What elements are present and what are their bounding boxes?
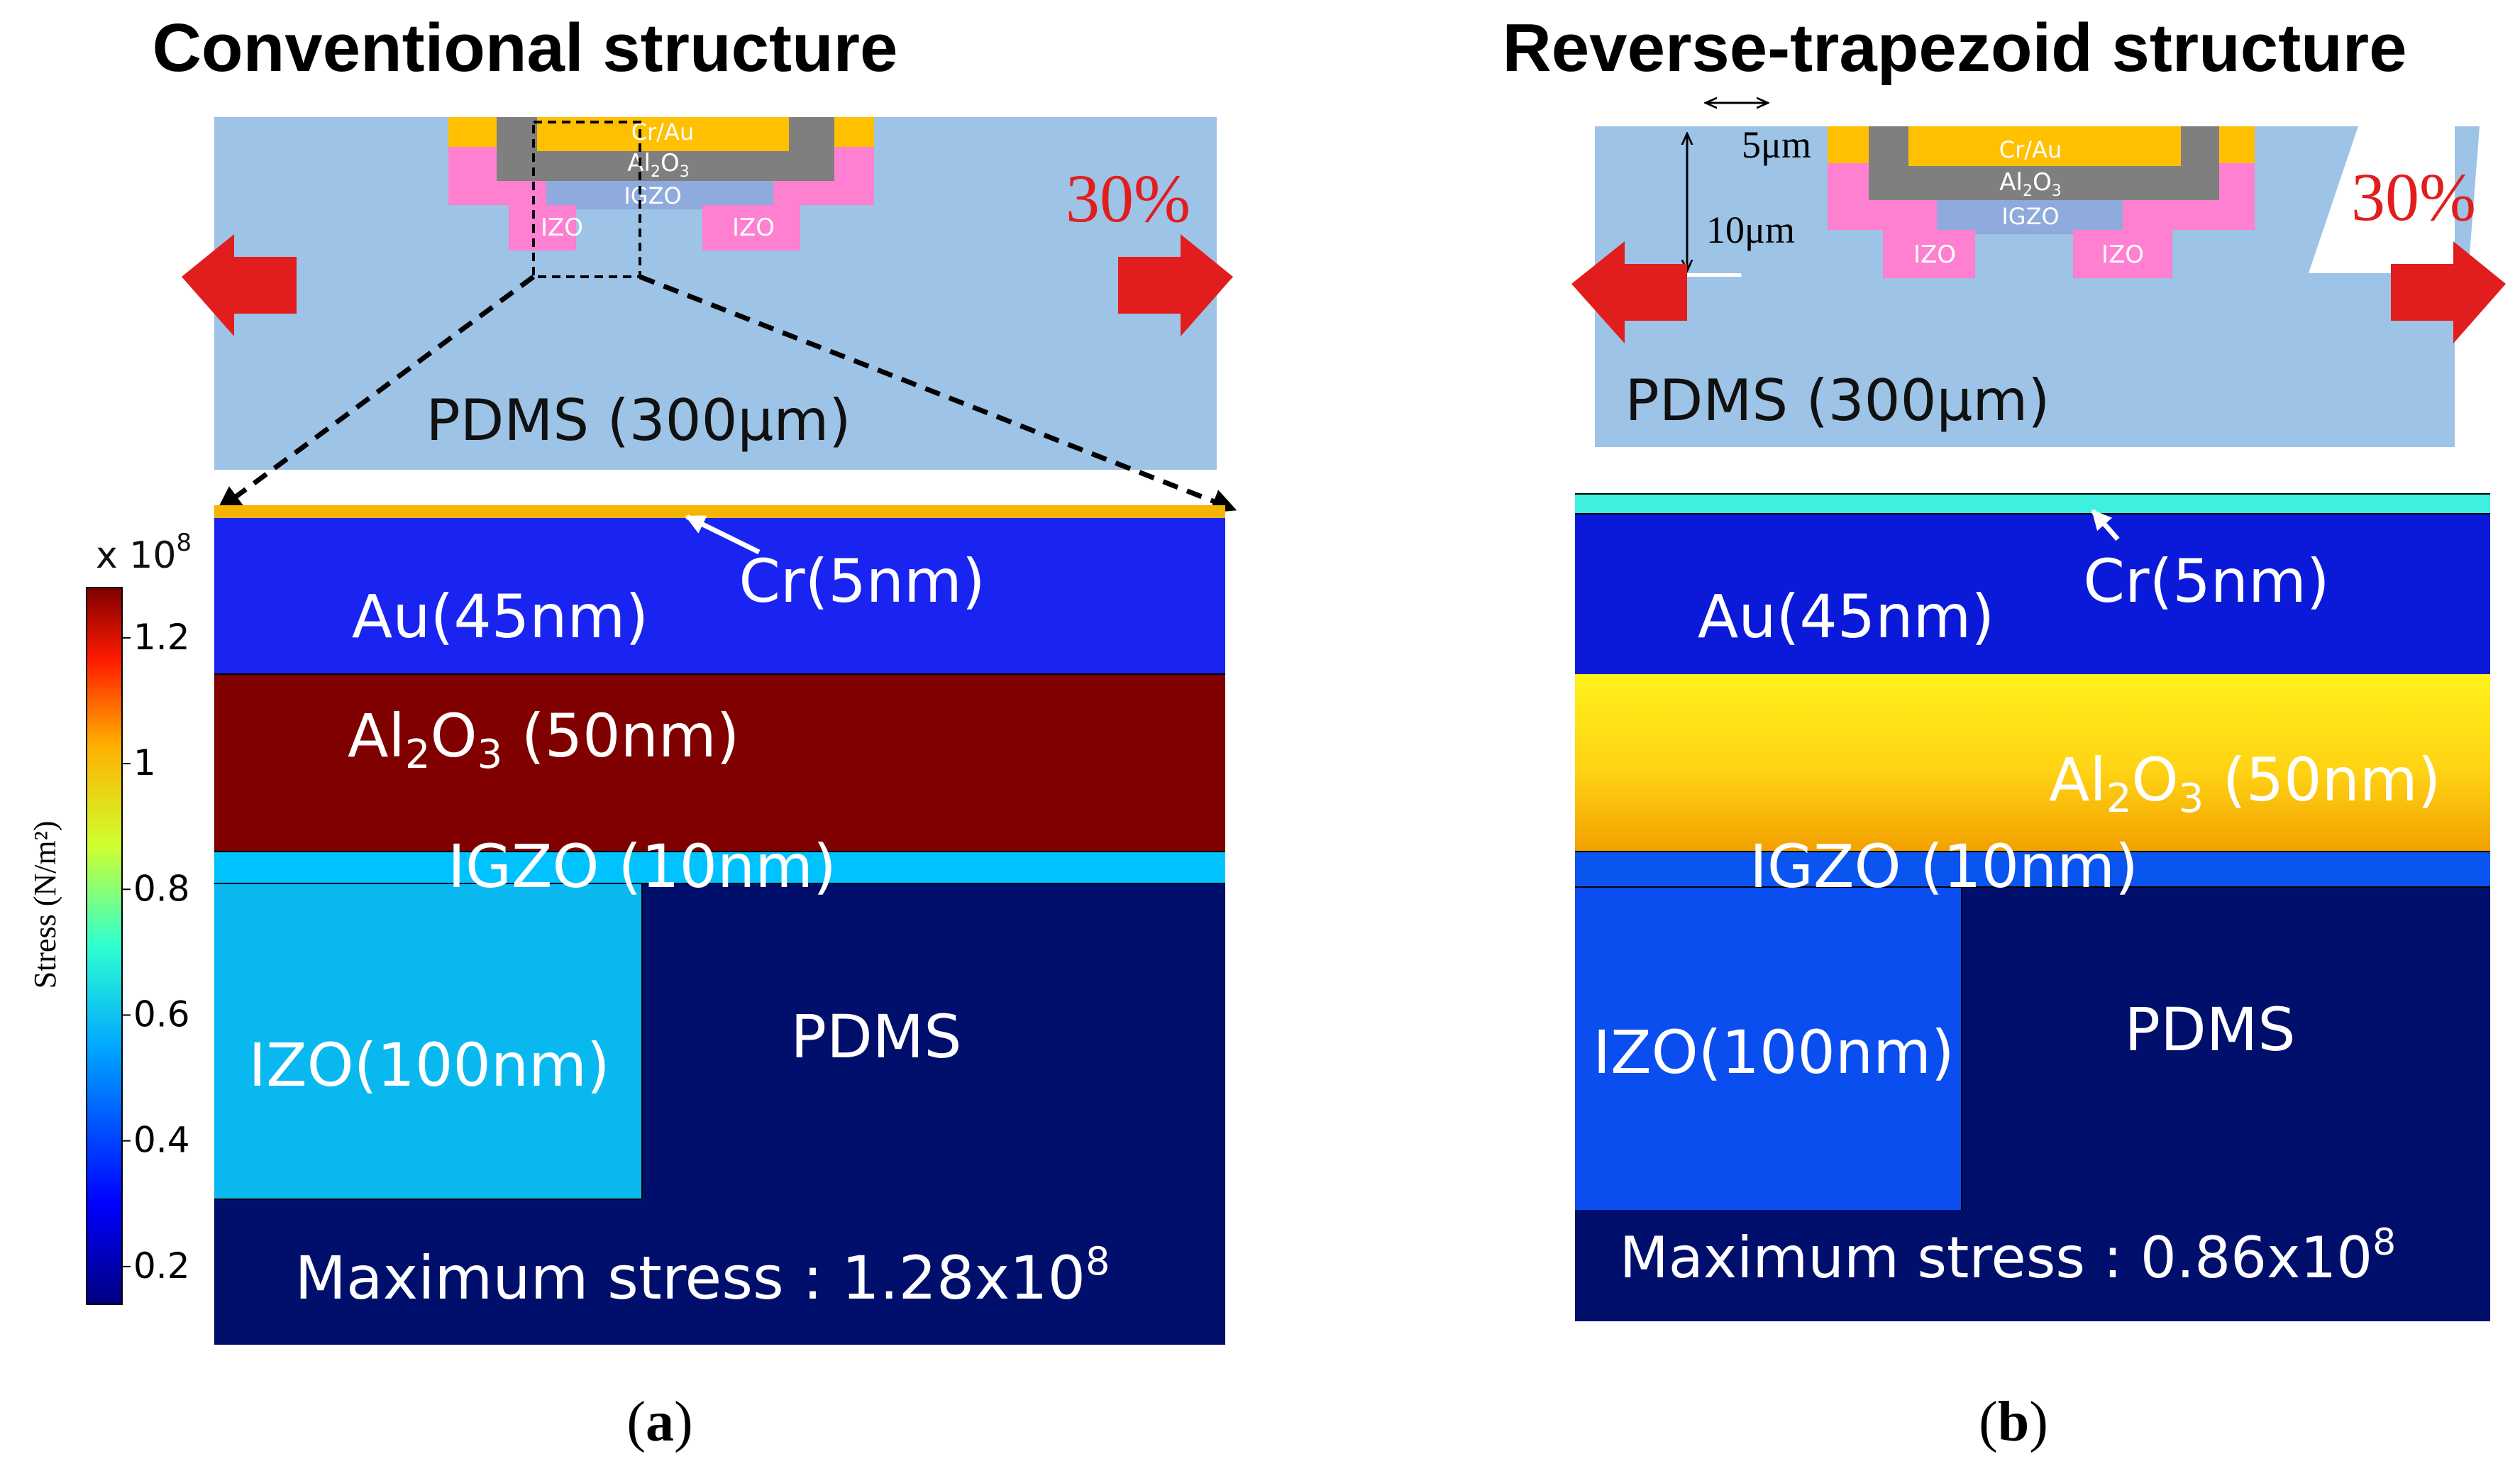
colorbar-gradient <box>86 587 123 1305</box>
panel-a-au-label: Au(45nm) <box>352 582 648 651</box>
panel-a-right-strain-arrow <box>1118 234 1233 336</box>
panel-a-zoom-line-left <box>216 275 536 512</box>
panel-b-cr-pointer <box>2091 509 2120 541</box>
panel-a-zoom-line-right <box>639 274 1237 513</box>
panel-b-max-stress: Maximum stress : 0.86x108 <box>1620 1221 2397 1291</box>
colorbar-tick-label: 0.4 <box>133 1120 190 1161</box>
panel-a-izo-drain-label: IZO <box>732 214 775 242</box>
panel-a-izo-source-label: IZO <box>541 214 583 242</box>
panel-b-igzo-channel <box>1937 200 2123 234</box>
panel-a-igzo-layer <box>214 852 1225 883</box>
panel-b-caption: (b) <box>1979 1391 2048 1453</box>
panel-a-izo-source <box>509 205 576 250</box>
panel-b-izo-source <box>1883 230 1975 278</box>
colorbar-tick-label: 0.8 <box>133 868 190 909</box>
panel-b: Reverse-trapezoid structure Cr/Au Al2O3 … <box>1502 10 2506 1453</box>
panel-a: Conventional structure Cr/Au Al2O3 IGZO … <box>28 10 1237 1453</box>
panel-b-cr-au-label: Cr/Au <box>1999 136 2062 163</box>
colorbar-tick-label: 0.2 <box>133 1245 190 1287</box>
panel-a-cr-au-label: Cr/Au <box>631 119 694 145</box>
panel-a-igzo-channel <box>546 181 773 209</box>
panel-a-pdms-layer-label: PDMS <box>790 1002 961 1072</box>
panel-b-cr-au-top <box>1908 126 2181 166</box>
panel-b-width-label: 5μm <box>1742 123 1811 166</box>
panel-a-zoom-box <box>532 121 641 278</box>
panel-a-strain-percent: 30% <box>1066 160 1190 236</box>
panel-b-al2o3-layer <box>1575 674 2490 852</box>
panel-b-au-label: Au(45nm) <box>1698 582 1994 651</box>
panel-b-strain-percent: 30% <box>2351 159 2476 235</box>
panel-b-izo-drain <box>2073 230 2172 278</box>
panel-b-igzo-layer <box>1575 852 2490 887</box>
panel-a-pdms-label: PDMS (300μm) <box>426 387 851 453</box>
panel-a-izo-layer <box>214 883 642 1199</box>
panel-b-izo-layer <box>1575 887 1962 1210</box>
colorbar-label: Stress (N/m²) <box>28 821 62 989</box>
panel-a-cr-pointer <box>685 514 761 555</box>
panel-a-al2o3-layer-label: Al2O3 (50nm) <box>348 701 739 778</box>
panel-a-max-stress: Maximum stress : 1.28x108 <box>295 1239 1110 1313</box>
colorbar-multiplier: x 108 <box>96 529 192 577</box>
panel-a-cr-label: Cr(5nm) <box>739 546 985 616</box>
panel-a-igzo-layer-label: IGZO (10nm) <box>448 832 836 901</box>
panel-b-igzo-layer-label: IGZO (10nm) <box>1750 832 2138 901</box>
panel-b-left-strain-arrow <box>1571 241 1687 343</box>
panel-b-right-cut <box>2309 126 2455 273</box>
colorbar-tick-label: 1.2 <box>133 617 190 658</box>
panel-a-izo-layer-label: IZO(100nm) <box>248 1030 609 1100</box>
panel-b-pdms-label: PDMS (300μm) <box>1625 368 2050 434</box>
colorbar-tick-label: 0.6 <box>133 993 190 1035</box>
stress-colorbar: x 108 1.2 1 0.8 0.6 0.4 0.2 Stress (N/m²) <box>28 529 192 1305</box>
panel-b-stress-map <box>1575 493 2490 1321</box>
panel-a-al2o3-layer <box>214 674 1225 852</box>
panel-b-height-label: 10μm <box>1706 209 1795 251</box>
panel-b-right-strain-arrow <box>2391 241 2506 343</box>
panel-b-cr-label: Cr(5nm) <box>2083 546 2329 616</box>
panel-a-caption: (a) <box>626 1391 692 1453</box>
panel-b-izo-layer-label: IZO(100nm) <box>1593 1018 1954 1087</box>
panel-b-title: Reverse-trapezoid structure <box>1502 10 2406 86</box>
panel-b-cr-layer <box>1575 494 2490 514</box>
panel-b-pdms-layer-label: PDMS <box>2124 995 2295 1064</box>
panel-a-au-layer <box>214 518 1225 674</box>
panel-a-title: Conventional structure <box>153 10 898 86</box>
panel-a-cr-layer <box>214 505 1225 518</box>
panel-b-igzo-label: IGZO <box>2001 203 2059 230</box>
panel-b-izo-drain-label: IZO <box>2101 241 2144 269</box>
panel-a-igzo-label: IGZO <box>624 182 681 209</box>
panel-a-izo-drain <box>702 205 800 250</box>
panel-a-stress-map <box>214 505 1225 1345</box>
colorbar-ticks: 1.2 1 0.8 0.6 0.4 0.2 <box>122 617 190 1287</box>
panel-b-al2o3-label: Al2O3 <box>1999 168 2061 200</box>
panel-b-izo-source-label: IZO <box>1913 241 1956 269</box>
panel-b-au-layer <box>1575 514 2490 674</box>
panel-a-left-strain-arrow <box>182 234 297 336</box>
panel-b-al2o3-layer-label: Al2O3 (50nm) <box>2049 745 2441 822</box>
colorbar-tick-label: 1 <box>133 742 156 783</box>
